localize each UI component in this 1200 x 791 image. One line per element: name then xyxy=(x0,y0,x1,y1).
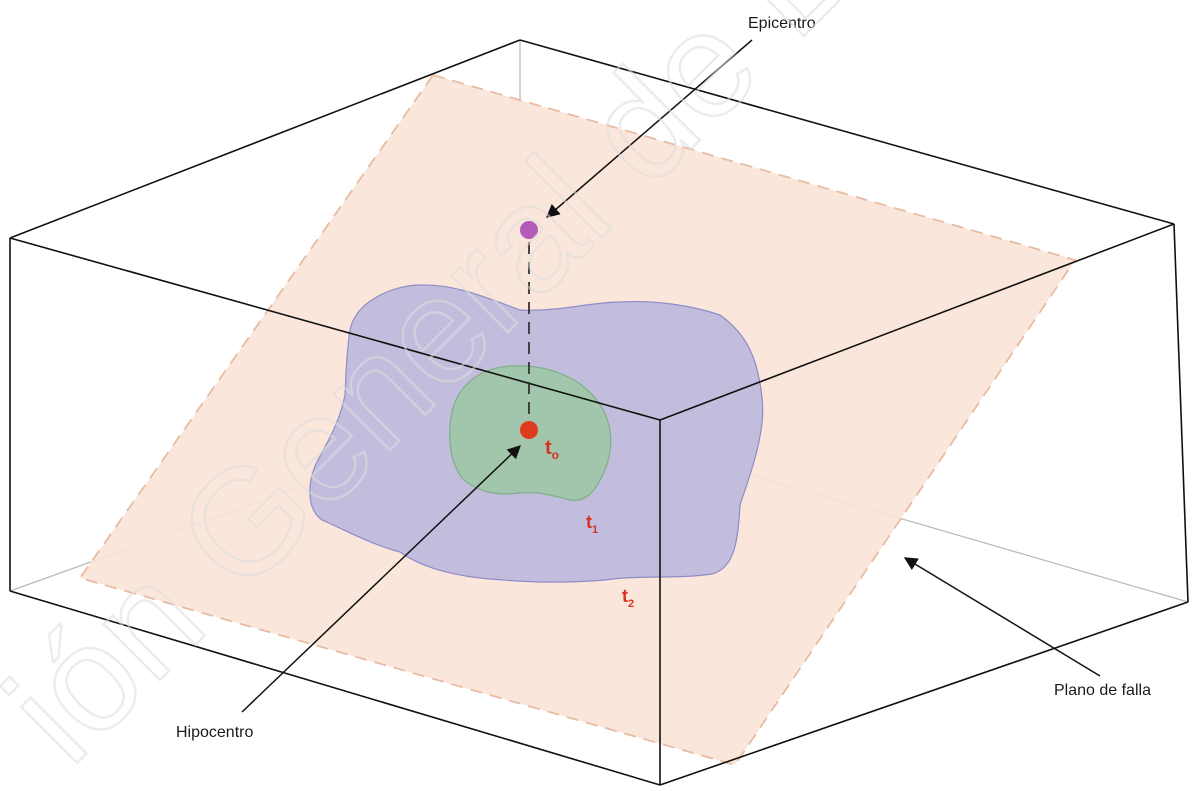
time-label-t2: t2 xyxy=(622,586,634,610)
time-label-t0: to xyxy=(545,437,559,462)
time-label-t2-letter: t xyxy=(622,586,628,606)
hypocenter-point xyxy=(520,421,538,439)
epicenter-arrow xyxy=(545,39,753,218)
time-label-t2-subscript: 2 xyxy=(628,598,634,610)
fault-plane-arrow xyxy=(903,557,1101,677)
hypocenter-label: Hipocentro xyxy=(176,724,253,741)
time-label-t0-subscript: o xyxy=(552,448,559,462)
time-label-t1: t1 xyxy=(586,512,598,536)
time-label-t1-letter: t xyxy=(586,512,592,532)
hypocenter-arrow xyxy=(241,445,521,713)
time-label-t1-subscript: 1 xyxy=(592,524,598,536)
epicenter-point xyxy=(520,221,538,239)
fault-plane-label: Plano de falla xyxy=(1054,682,1151,699)
time-label-t0-letter: t xyxy=(545,437,552,459)
epicenter-label: Epicentro xyxy=(748,15,816,32)
box-visible-edges xyxy=(9,39,1189,786)
